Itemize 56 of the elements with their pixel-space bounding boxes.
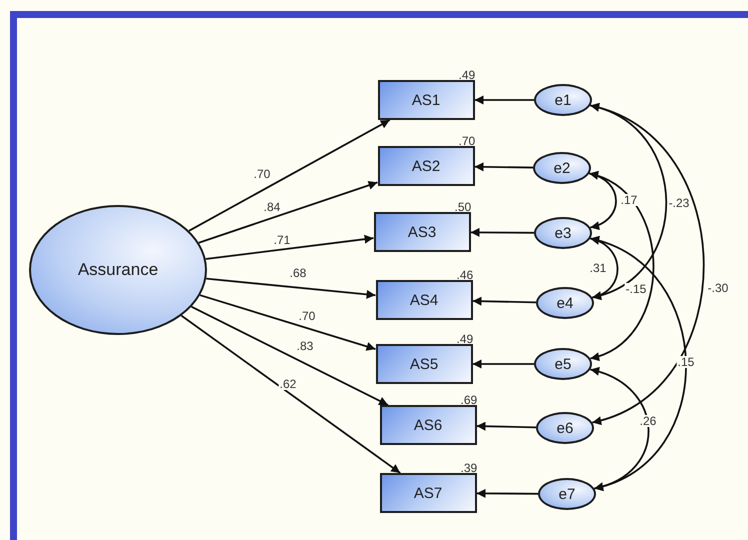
arrow [191, 306, 388, 406]
observed-variable-box: AS4 [376, 280, 472, 320]
arrow [476, 488, 538, 498]
double-headed-arrow [588, 172, 654, 360]
error-term-ellipse: e5 [534, 348, 592, 380]
arrow [206, 234, 374, 260]
arrow [472, 296, 536, 306]
edge-label: .68 [288, 267, 308, 279]
arrow [476, 422, 536, 431]
edge-label: -.23 [668, 197, 690, 209]
double-headed-arrow [590, 104, 668, 299]
arrow [474, 96, 534, 104]
double-headed-arrow [590, 237, 687, 490]
observed-variable-box: AS3 [374, 212, 470, 252]
edge-label: .15 [676, 356, 696, 368]
arrow [472, 360, 534, 368]
edge-label: .26 [638, 415, 658, 427]
error-term-ellipse: e3 [534, 217, 592, 249]
arrow [198, 181, 378, 244]
arrow [200, 294, 376, 351]
error-term-ellipse: e2 [533, 152, 591, 184]
edge-label: -.15 [624, 283, 648, 295]
error-term-ellipse: e7 [538, 478, 596, 510]
double-headed-arrow [590, 104, 704, 424]
observed-variable-box: AS2 [378, 146, 474, 186]
observed-variable-box: AS5 [376, 344, 472, 384]
latent-variable-ellipse: Assurance [29, 205, 207, 335]
edge-label: .83 [296, 340, 314, 352]
arrow [474, 162, 534, 172]
r-squared-value: .49 [456, 333, 474, 345]
error-term-ellipse: e1 [534, 84, 592, 116]
arrow [180, 314, 401, 474]
double-headed-arrow [590, 236, 618, 300]
double-headed-arrow [590, 368, 650, 490]
edge-label: -.30 [706, 282, 730, 294]
edge-label: .70 [252, 168, 272, 180]
r-squared-value: .49 [458, 69, 476, 81]
arrow [470, 228, 534, 237]
r-squared-value: .69 [460, 394, 478, 406]
r-squared-value: .39 [460, 462, 478, 474]
edge-label: .71 [272, 234, 292, 246]
edge-label: .31 [588, 262, 608, 274]
r-squared-value: .46 [456, 269, 474, 281]
edge-label: .84 [262, 201, 282, 213]
observed-variable-box: AS6 [380, 405, 476, 445]
r-squared-value: .70 [458, 135, 476, 147]
edge-label: .70 [298, 310, 316, 322]
edge-label: .17 [620, 194, 638, 206]
observed-variable-box: AS1 [378, 80, 474, 120]
observed-variable-box: AS7 [380, 473, 476, 513]
arrow [188, 119, 390, 232]
r-squared-value: .50 [454, 201, 472, 213]
error-term-ellipse: e6 [536, 412, 594, 444]
edge-label: .62 [278, 378, 298, 390]
error-term-ellipse: e4 [536, 287, 594, 319]
arrow [206, 278, 376, 299]
